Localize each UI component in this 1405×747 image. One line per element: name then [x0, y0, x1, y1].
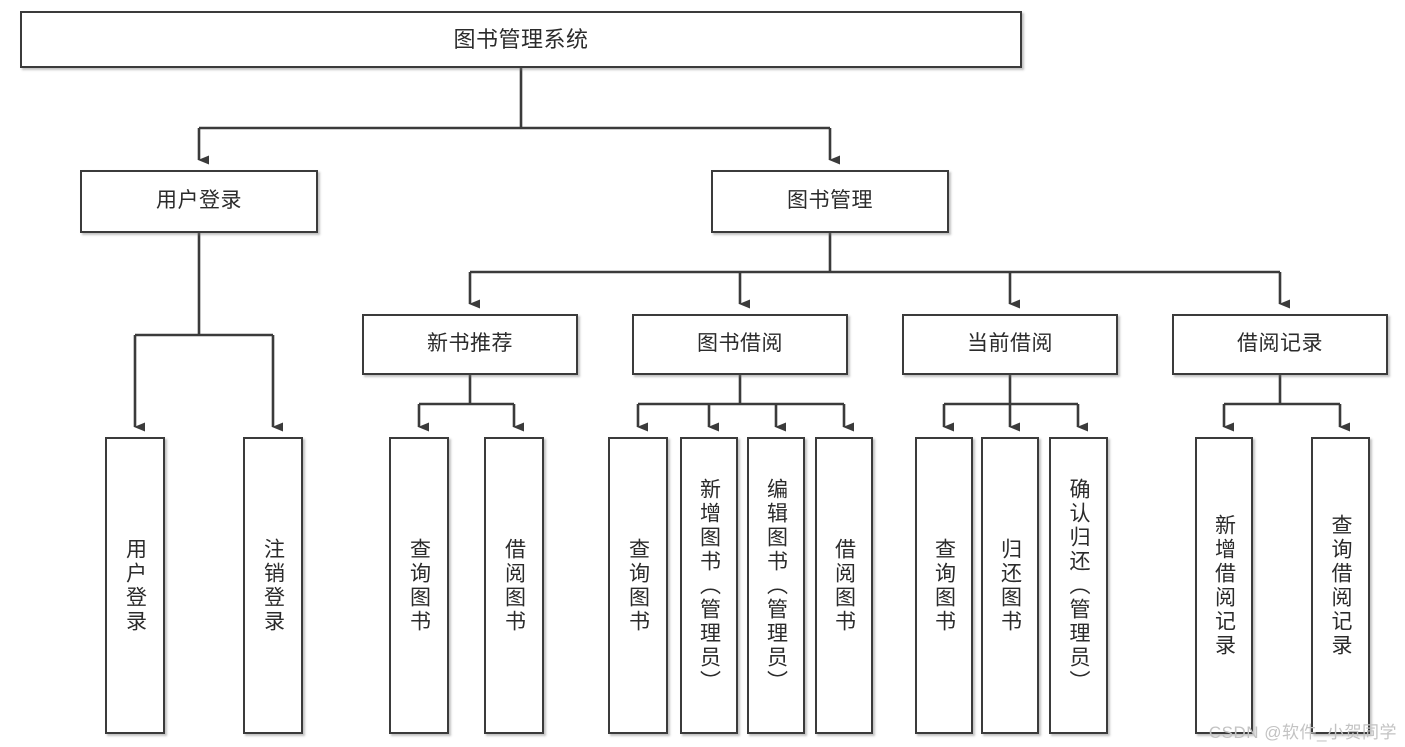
- node-label: 查询图书: [407, 537, 431, 634]
- node-book-borrow[interactable]: 图书借阅: [632, 314, 848, 375]
- node-leaf-borrow-books[interactable]: 借阅图书: [815, 437, 873, 734]
- node-label: 图书管理系统: [453, 26, 589, 52]
- node-leaf-add-book[interactable]: 新增图书（管理员）: [680, 437, 738, 734]
- node-user-login[interactable]: 用户登录: [80, 170, 318, 233]
- node-label: 归还图书: [998, 537, 1022, 634]
- node-label: 用户登录: [123, 537, 147, 634]
- node-label: 借阅记录: [1237, 332, 1323, 356]
- node-new-book-recommend[interactable]: 新书推荐: [362, 314, 578, 375]
- node-book-management[interactable]: 图书管理: [711, 170, 949, 233]
- node-leaf-user-login[interactable]: 用户登录: [105, 437, 165, 734]
- node-current-borrow[interactable]: 当前借阅: [902, 314, 1118, 375]
- node-leaf-query-borrow-record[interactable]: 查询借阅记录: [1311, 437, 1370, 734]
- node-leaf-query-books-recommend[interactable]: 查询图书: [389, 437, 449, 734]
- node-leaf-query-books-borrow[interactable]: 查询图书: [608, 437, 668, 734]
- node-leaf-borrow-books-recommend[interactable]: 借阅图书: [484, 437, 544, 734]
- node-leaf-confirm-return[interactable]: 确认归还（管理员）: [1049, 437, 1108, 734]
- node-borrow-record[interactable]: 借阅记录: [1172, 314, 1388, 375]
- node-label: 查询图书: [932, 537, 956, 634]
- node-label: 查询图书: [626, 537, 650, 634]
- node-label: 借阅图书: [832, 537, 856, 634]
- node-leaf-user-logout[interactable]: 注销登录: [243, 437, 303, 734]
- node-leaf-edit-book[interactable]: 编辑图书（管理员）: [747, 437, 805, 734]
- node-label: 编辑图书（管理员）: [764, 477, 788, 694]
- node-label: 用户登录: [156, 189, 242, 213]
- node-label: 新增借阅记录: [1212, 513, 1236, 658]
- node-label: 确认归还（管理员）: [1067, 477, 1090, 694]
- node-label: 新增图书（管理员）: [697, 477, 721, 694]
- node-label: 查询借阅记录: [1329, 513, 1352, 658]
- node-label: 图书管理: [787, 189, 873, 213]
- node-leaf-return-books[interactable]: 归还图书: [981, 437, 1039, 734]
- node-label: 图书借阅: [697, 332, 783, 356]
- node-leaf-add-borrow-record[interactable]: 新增借阅记录: [1195, 437, 1253, 734]
- node-label: 注销登录: [261, 537, 285, 634]
- node-label: 当前借阅: [967, 332, 1053, 356]
- node-label: 借阅图书: [502, 537, 526, 634]
- node-leaf-query-books-current[interactable]: 查询图书: [915, 437, 973, 734]
- node-label: 新书推荐: [427, 332, 513, 356]
- node-root-system[interactable]: 图书管理系统: [20, 11, 1022, 68]
